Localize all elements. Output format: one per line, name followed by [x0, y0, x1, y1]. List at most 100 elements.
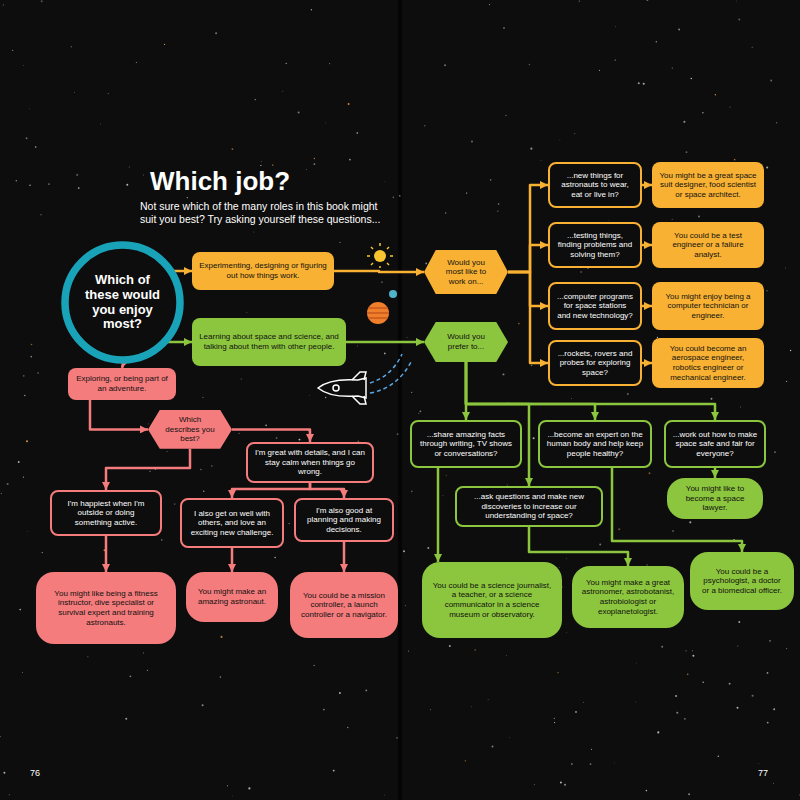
star: [202, 397, 203, 398]
star: [715, 94, 716, 95]
node-text: Would you prefer to...: [439, 332, 493, 351]
question-box: ...new things for astronauts to wear, ea…: [548, 162, 642, 208]
star: [246, 312, 247, 313]
star: [684, 718, 686, 720]
star: [12, 50, 13, 51]
star: [471, 141, 473, 143]
star: [76, 174, 78, 176]
star: [646, 790, 648, 792]
node-text: ...share amazing facts through writing, …: [418, 430, 514, 459]
star: [23, 477, 24, 478]
connector-arrow: [231, 548, 234, 572]
star: [565, 557, 567, 559]
star: [381, 281, 383, 283]
star: [314, 158, 315, 159]
star: [565, 632, 567, 634]
connector-arrow: [232, 429, 310, 442]
job-result-box: You could be a science journalist, a tea…: [422, 562, 562, 638]
star: [676, 712, 678, 714]
star: [465, 760, 466, 761]
choice-box: Learning about space and science, and ta…: [192, 318, 346, 366]
star: [505, 115, 506, 116]
star: [649, 472, 651, 474]
star: [227, 785, 228, 786]
star: [147, 670, 148, 671]
star: [734, 159, 736, 161]
star: [299, 439, 301, 441]
star: [785, 267, 786, 268]
star: [776, 122, 778, 124]
star: [7, 483, 9, 485]
star: [248, 787, 250, 789]
connector-arrow: [508, 272, 548, 306]
star: [557, 672, 559, 674]
star: [554, 722, 555, 723]
star: [397, 433, 399, 435]
star: [770, 80, 772, 82]
question-box: ...work out how to make space safe and f…: [664, 420, 766, 468]
star: [200, 469, 201, 470]
star: [487, 698, 489, 700]
question-box: I also get on well with others, and love…: [180, 498, 284, 548]
star: [356, 345, 358, 347]
star: [202, 704, 204, 706]
star: [786, 648, 787, 649]
decision-hexagon: Would you most like to work on...: [424, 250, 508, 294]
question-box: ...ask questions and make new discoverie…: [455, 486, 603, 527]
connector-arrow: [508, 245, 548, 272]
star: [239, 433, 240, 434]
node-text: Learning about space and science, and ta…: [199, 332, 339, 351]
node-text: ...rockets, rovers and probes for explor…: [556, 349, 634, 378]
star: [554, 718, 555, 719]
star: [574, 133, 575, 134]
star: [16, 180, 17, 181]
star: [147, 423, 149, 425]
star: [627, 393, 629, 395]
star: [738, 621, 740, 623]
star: [24, 395, 25, 396]
star: [518, 323, 520, 325]
star: [752, 695, 754, 697]
star: [564, 784, 566, 786]
star: [683, 121, 685, 123]
page-number: 77: [758, 768, 768, 779]
star: [26, 137, 28, 139]
star: [656, 41, 657, 42]
star: [643, 83, 645, 85]
star: [729, 106, 730, 107]
star: [100, 123, 102, 125]
choice-box: Experimenting, designing or figuring out…: [192, 252, 334, 290]
star: [164, 44, 165, 45]
node-text: You might like being a fitness instructo…: [45, 589, 167, 627]
star: [149, 471, 150, 472]
connector-arrow: [642, 362, 652, 365]
star: [692, 655, 694, 657]
star: [37, 372, 38, 373]
job-result-box: You might like to become a space lawyer.: [667, 478, 763, 519]
star: [18, 461, 20, 463]
star: [692, 650, 693, 651]
node-text: I'm great with details, and I can stay c…: [254, 448, 366, 477]
node-text: You might make an amazing astronaut.: [195, 587, 269, 606]
star: [27, 531, 29, 533]
connector-arrow: [714, 468, 717, 478]
star: [136, 62, 137, 63]
star: [325, 397, 327, 399]
node-text: Exploring, or being part of an adventure…: [75, 374, 169, 393]
star: [466, 192, 467, 193]
choice-box: You could be a test engineer or a failur…: [652, 222, 764, 268]
choice-box: You could become an aerospace engineer, …: [652, 338, 764, 388]
star: [729, 683, 731, 685]
page-fold: [398, 0, 402, 800]
star: [470, 706, 472, 708]
star: [773, 782, 775, 784]
star: [313, 163, 315, 165]
star: [211, 465, 212, 466]
title: Which job?: [150, 166, 290, 197]
star: [773, 708, 775, 710]
star: [411, 392, 412, 393]
connector-arrow: [106, 449, 190, 490]
star: [289, 523, 290, 524]
